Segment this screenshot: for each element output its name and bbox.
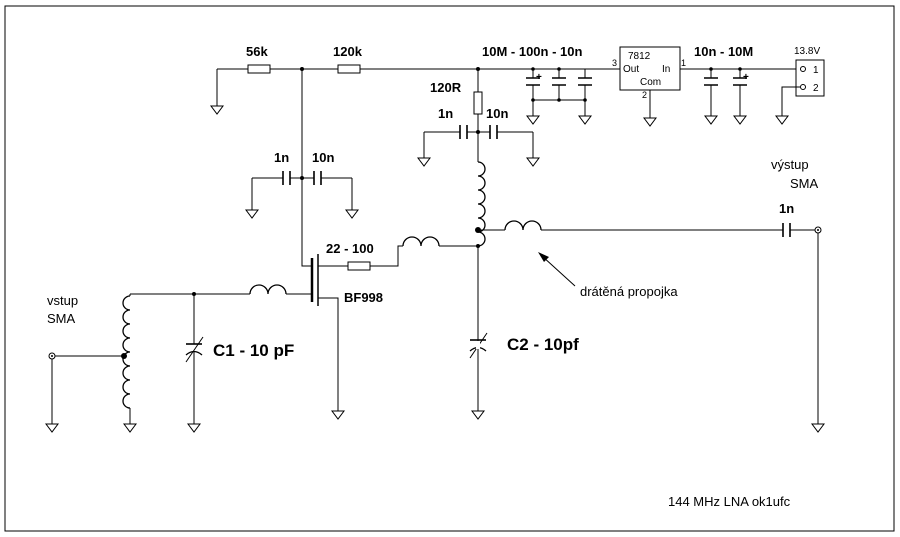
jumper-arrow: [538, 252, 576, 287]
label-supply: 13.8V: [794, 46, 820, 57]
svg-text:1: 1: [681, 58, 686, 68]
input-circuit: [45, 284, 288, 433]
label-56k: 56k: [246, 44, 268, 59]
regulator-7812: 7812 Out In Com 3 1 2: [612, 46, 686, 127]
g2-bias: [245, 69, 359, 267]
svg-text:2: 2: [813, 83, 819, 94]
svg-text:1: 1: [813, 65, 819, 76]
footer-credit: 144 MHz LNA ok1ufc: [668, 494, 791, 509]
drawing-frame: [4, 5, 895, 532]
drain-inductor: [471, 161, 486, 420]
label-120r: 120R: [430, 80, 462, 95]
resistor-120k: [337, 64, 361, 74]
output-label-line1: výstup: [771, 157, 809, 172]
label-feed-1n: 1n: [438, 106, 453, 121]
label-feed-10n: 10n: [486, 106, 508, 121]
transistor-bf998: [288, 236, 480, 420]
label-gate-resistor: 22 - 100: [326, 241, 374, 256]
label-out-1n: 1n: [779, 201, 794, 216]
capacitor-bank-in: +: [680, 67, 796, 125]
trimmer-c1: [185, 294, 204, 433]
label-bias-1n: 1n: [274, 150, 289, 165]
label-bias-10n: 10n: [312, 150, 334, 165]
label-c1: C1 - 10 pF: [213, 341, 294, 360]
output-label-line2: SMA: [790, 176, 819, 191]
input-label-line1: vstup: [47, 293, 78, 308]
power-connector: 1 2: [775, 59, 825, 125]
svg-text:7812: 7812: [628, 51, 651, 62]
label-120k: 120k: [333, 44, 363, 59]
capacitor-bank-out: +: [526, 67, 592, 125]
resistor-56k: [247, 64, 271, 74]
label-cap-bank: 10M - 100n - 10n: [482, 44, 582, 59]
svg-text:+: +: [743, 72, 749, 83]
output-path: [481, 220, 825, 433]
svg-text:+: +: [536, 72, 542, 83]
svg-text:In: In: [662, 64, 670, 75]
label-cap-in: 10n - 10M: [694, 44, 753, 59]
label-c2: C2 - 10pf: [507, 335, 579, 354]
trimmer-c2: [469, 332, 488, 359]
svg-text:3: 3: [612, 58, 617, 68]
svg-text:2: 2: [642, 90, 647, 100]
input-label-line2: SMA: [47, 311, 76, 326]
label-jumper: drátěná propojka: [580, 284, 678, 299]
svg-text:Com: Com: [640, 77, 661, 88]
svg-text:Out: Out: [623, 64, 639, 75]
label-bf998: BF998: [344, 290, 383, 305]
drain-feed: [417, 69, 540, 167]
